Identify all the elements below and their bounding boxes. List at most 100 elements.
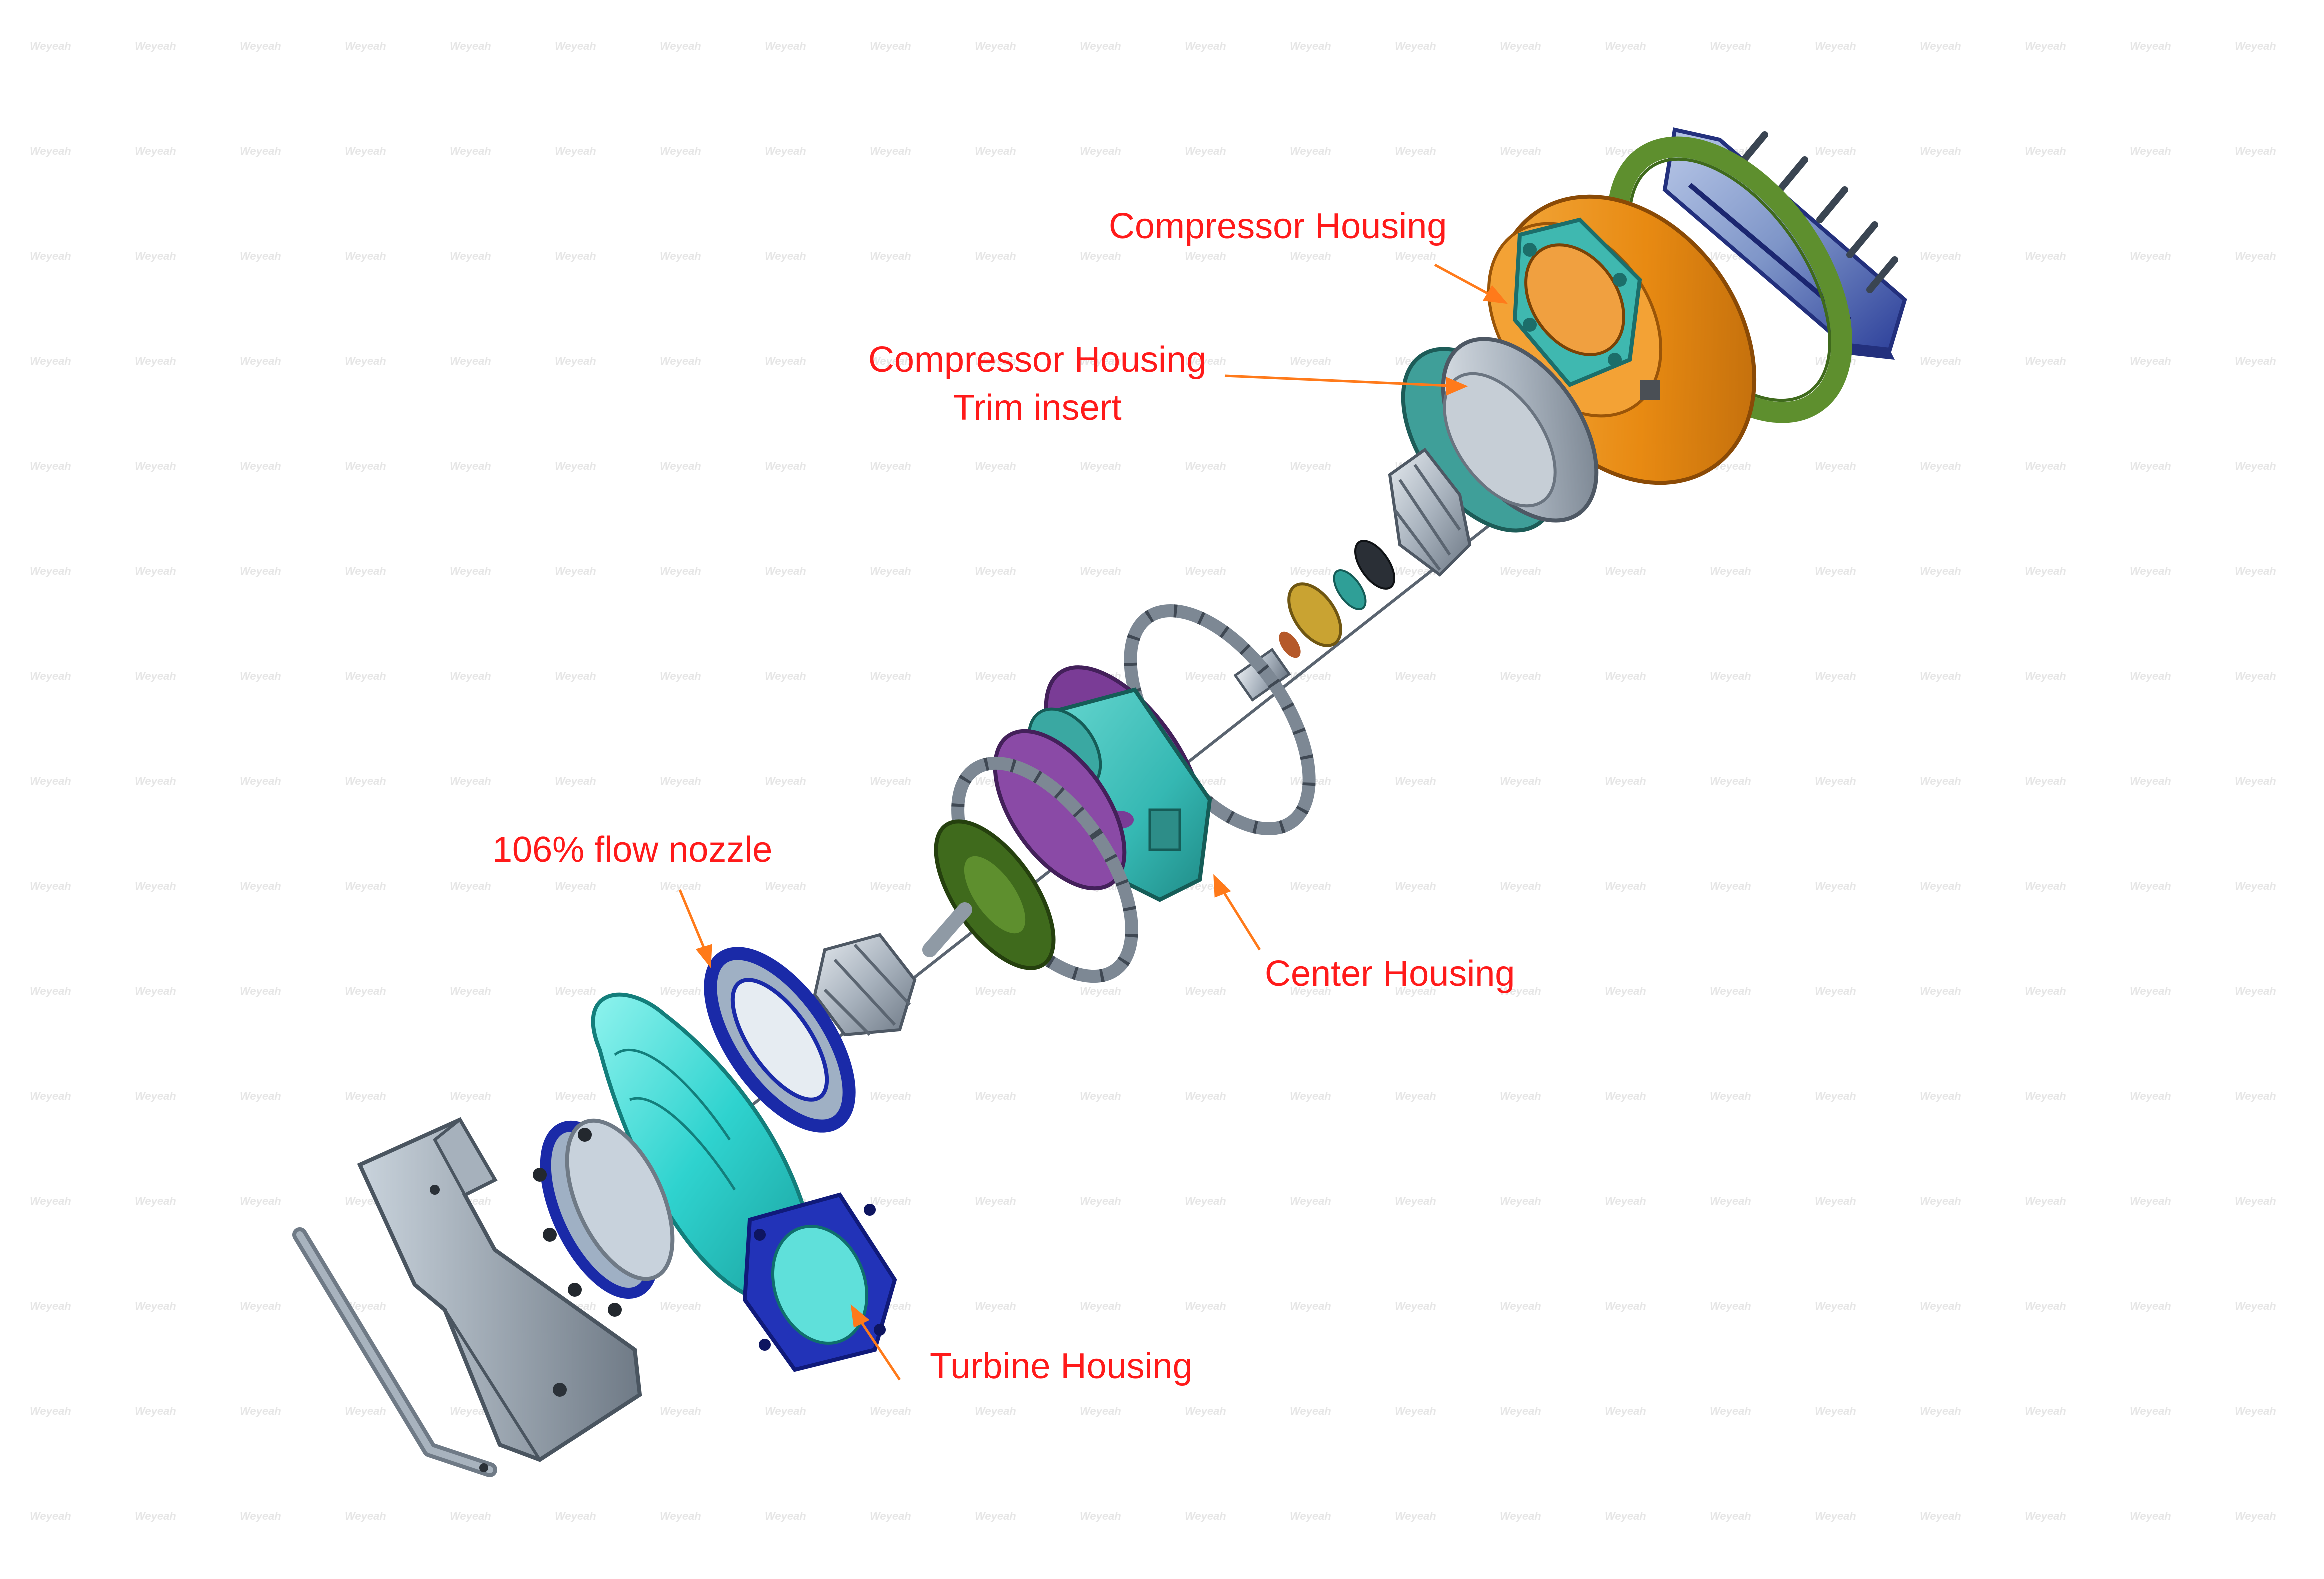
watermark-mark: Weyeah bbox=[345, 880, 386, 892]
watermark-mark: Weyeah bbox=[2025, 565, 2066, 578]
watermark-mark: Weyeah bbox=[1710, 775, 1752, 788]
watermark-mark: Weyeah bbox=[1185, 670, 1226, 682]
watermark-mark: Weyeah bbox=[1710, 1300, 1752, 1312]
watermark-mark: Weyeah bbox=[1290, 1195, 1332, 1208]
watermark-mark: Weyeah bbox=[2130, 565, 2172, 578]
watermark-mark: Weyeah bbox=[450, 880, 492, 892]
watermark-mark: Weyeah bbox=[345, 1090, 386, 1102]
watermark-mark: Weyeah bbox=[450, 460, 492, 472]
watermark-mark: Weyeah bbox=[345, 775, 386, 788]
watermark-mark: Weyeah bbox=[1920, 565, 1962, 578]
turbine-housing bbox=[591, 992, 898, 1372]
watermark-mark: Weyeah bbox=[30, 145, 72, 158]
watermark-mark: Weyeah bbox=[870, 670, 912, 682]
compressor-wheel bbox=[1388, 448, 1472, 577]
exhaust-bracket-housing bbox=[357, 1117, 642, 1462]
watermark-mark: Weyeah bbox=[450, 1090, 492, 1102]
watermark-mark: Weyeah bbox=[765, 1510, 806, 1522]
thrust-bearing bbox=[1288, 582, 1342, 648]
watermark-mark: Weyeah bbox=[555, 565, 596, 578]
watermark-mark: Weyeah bbox=[870, 1510, 912, 1522]
watermark-mark: Weyeah bbox=[555, 145, 596, 158]
watermark-mark: Weyeah bbox=[1290, 40, 1332, 52]
watermark-mark: Weyeah bbox=[1815, 565, 1856, 578]
watermark-mark: Weyeah bbox=[135, 670, 176, 682]
watermark-mark: Weyeah bbox=[1710, 1510, 1752, 1522]
watermark-mark: Weyeah bbox=[1185, 1195, 1226, 1208]
watermark-mark: Weyeah bbox=[1920, 460, 1962, 472]
watermark-mark: Weyeah bbox=[345, 40, 386, 52]
watermark-mark: Weyeah bbox=[1920, 1510, 1962, 1522]
watermark-mark: Weyeah bbox=[240, 565, 282, 578]
watermark-mark: Weyeah bbox=[1395, 145, 1436, 158]
watermark-mark: Weyeah bbox=[765, 1405, 806, 1418]
watermark-mark: Weyeah bbox=[1185, 40, 1226, 52]
watermark-mark: Weyeah bbox=[1920, 250, 1962, 262]
watermark-mark: Weyeah bbox=[1395, 1300, 1436, 1312]
watermark-mark: Weyeah bbox=[30, 1090, 72, 1102]
watermark-mark: Weyeah bbox=[555, 880, 596, 892]
watermark-mark: Weyeah bbox=[240, 670, 282, 682]
watermark-mark: Weyeah bbox=[1290, 880, 1332, 892]
watermark-mark: Weyeah bbox=[1815, 1510, 1856, 1522]
watermark-mark: Weyeah bbox=[1395, 670, 1436, 682]
watermark-mark: Weyeah bbox=[1710, 1405, 1752, 1418]
watermark-mark: Weyeah bbox=[135, 775, 176, 788]
watermark-mark: Weyeah bbox=[2235, 985, 2276, 998]
watermark-mark: Weyeah bbox=[1185, 355, 1226, 368]
label-trim-insert: Compressor Housing Trim insert bbox=[850, 336, 1225, 432]
watermark-mark: Weyeah bbox=[555, 40, 596, 52]
watermark-mark: Weyeah bbox=[30, 355, 72, 368]
watermark-mark: Weyeah bbox=[30, 40, 72, 52]
watermark-mark: Weyeah bbox=[450, 565, 492, 578]
label-center-housing: Center Housing bbox=[1265, 954, 1516, 994]
watermark-mark: Weyeah bbox=[240, 250, 282, 262]
watermark-mark: Weyeah bbox=[135, 1405, 176, 1418]
watermark-mark: Weyeah bbox=[1815, 40, 1856, 52]
watermark-mark: Weyeah bbox=[2130, 1090, 2172, 1102]
watermark-mark: Weyeah bbox=[1185, 145, 1226, 158]
watermark-mark: Weyeah bbox=[2025, 880, 2066, 892]
watermark-mark: Weyeah bbox=[30, 775, 72, 788]
watermark-mark: Weyeah bbox=[1815, 1090, 1856, 1102]
watermark-mark: Weyeah bbox=[1605, 880, 1646, 892]
watermark-mark: Weyeah bbox=[870, 460, 912, 472]
watermark-mark: Weyeah bbox=[345, 460, 386, 472]
watermark-mark: Weyeah bbox=[1920, 40, 1962, 52]
watermark-mark: Weyeah bbox=[1185, 985, 1226, 998]
watermark-mark: Weyeah bbox=[1920, 1090, 1962, 1102]
watermark-mark: Weyeah bbox=[30, 565, 72, 578]
watermark-mark: Weyeah bbox=[1710, 1195, 1752, 1208]
watermark-mark: Weyeah bbox=[1710, 880, 1752, 892]
watermark-mark: Weyeah bbox=[1815, 775, 1856, 788]
watermark-mark: Weyeah bbox=[1080, 1405, 1122, 1418]
watermark-mark: Weyeah bbox=[135, 145, 176, 158]
watermark-mark: Weyeah bbox=[975, 565, 1016, 578]
watermark-mark: Weyeah bbox=[1815, 985, 1856, 998]
watermark-mark: Weyeah bbox=[2025, 460, 2066, 472]
watermark-mark: Weyeah bbox=[30, 1510, 72, 1522]
watermark-mark: Weyeah bbox=[240, 460, 282, 472]
watermark-mark: Weyeah bbox=[240, 1195, 282, 1208]
watermark-mark: Weyeah bbox=[1815, 670, 1856, 682]
watermark-mark: Weyeah bbox=[1185, 565, 1226, 578]
watermark-mark: Weyeah bbox=[555, 355, 596, 368]
watermark-mark: Weyeah bbox=[2130, 1405, 2172, 1418]
watermark-mark: Weyeah bbox=[975, 355, 1016, 368]
label-trim-insert-line1: Compressor Housing bbox=[868, 340, 1207, 380]
leader-compressor-housing bbox=[1434, 264, 1496, 299]
watermark-mark: Weyeah bbox=[30, 670, 72, 682]
watermark-mark: Weyeah bbox=[240, 775, 282, 788]
watermark-mark: Weyeah bbox=[2025, 145, 2066, 158]
watermark-mark: Weyeah bbox=[660, 460, 702, 472]
watermark-mark: Weyeah bbox=[1290, 1510, 1332, 1522]
watermark-mark: Weyeah bbox=[1500, 985, 1542, 998]
watermark-mark: Weyeah bbox=[2235, 775, 2276, 788]
watermark-mark: Weyeah bbox=[1605, 40, 1646, 52]
watermark-mark: Weyeah bbox=[2130, 250, 2172, 262]
watermark-mark: Weyeah bbox=[2130, 40, 2172, 52]
watermark-mark: Weyeah bbox=[135, 460, 176, 472]
watermark-mark: Weyeah bbox=[870, 775, 912, 788]
watermark-mark: Weyeah bbox=[2025, 670, 2066, 682]
watermark-mark: Weyeah bbox=[765, 355, 806, 368]
